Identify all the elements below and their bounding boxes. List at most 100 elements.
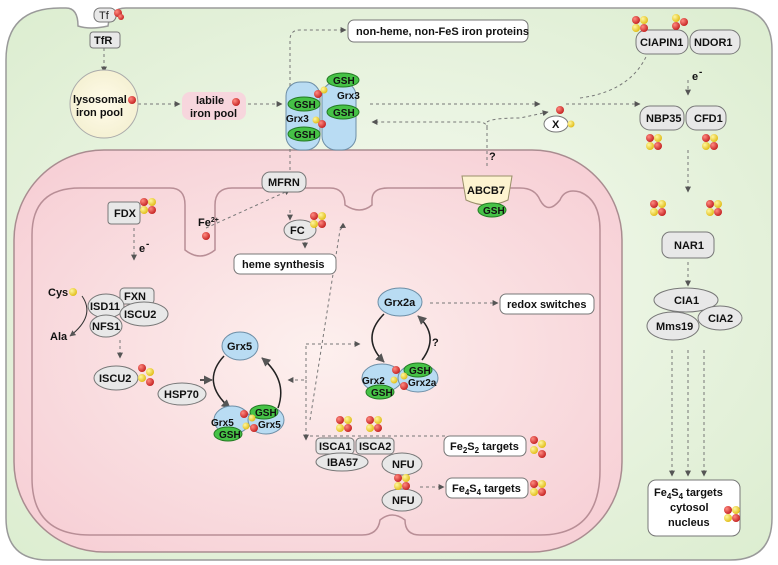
svg-text:GSH: GSH [483,206,505,217]
svg-text:NFU: NFU [392,459,415,471]
mfrn-transporter: MFRN [261,171,307,193]
svg-text:ISD11: ISD11 [90,301,120,313]
nfu-pair: NFU NFU [381,452,423,512]
ferrous-iron: Fe2+ [198,217,219,240]
svg-text:CIA2: CIA2 [708,313,733,325]
svg-text:Grx5: Grx5 [258,420,281,431]
grx2a-cycle: Grx2a ? GSH GSH Grx2 Grx2a [361,287,439,400]
svg-text:labile: labile [196,95,224,107]
svg-text:Grx3: Grx3 [286,114,309,125]
svg-text:CIAPIN1: CIAPIN1 [640,37,683,49]
svg-text:NFS1: NFS1 [92,321,120,333]
iscu2-loaded: ISCU2 [93,364,154,391]
arrow-abcb7-x [486,110,549,128]
svg-text:NBP35: NBP35 [646,113,681,125]
svg-text:FXN: FXN [124,291,146,303]
svg-text:GSH: GSH [294,130,316,141]
svg-text:Fe2S2 targets: Fe2S2 targets [450,441,519,455]
nonheme-proteins-box: non-heme, non-FeS iron proteins [347,19,529,43]
lysosomal-iron-pool: lysosomal iron pool [69,69,139,139]
svg-text:iron pool: iron pool [76,107,123,119]
svg-text:FC: FC [290,225,305,237]
isca-iba57-complex: ISCA1 ISCA2 IBA57 [315,416,395,472]
fes-cluster [632,16,648,32]
ciapin1-ndor1: CIAPIN1 NDOR1 e - [632,14,741,83]
grx2-gsh-complex: GSH GSH Grx2 Grx2a [361,362,439,400]
hsp70: HSP70 [157,382,207,406]
nbp35-cfd1: NBP35 CFD1 [639,105,727,150]
svg-text:?: ? [432,337,439,349]
svg-text:GSH: GSH [409,366,431,377]
svg-text:?: ? [489,151,496,163]
abcb7-transporter: ABCB7 GSH ? [461,151,513,218]
svg-text:cytosol: cytosol [670,502,709,514]
svg-text:Fe4S4 targets: Fe4S4 targets [654,487,723,501]
svg-text:FDX: FDX [114,208,137,220]
svg-text:GSH: GSH [333,108,355,119]
grx3-gsh-complex: GSH GSH GSH GSH Grx3 Grx3 [285,72,360,151]
cia-complex: CIA1 Mms19 CIA2 [646,287,743,341]
svg-text:GSH: GSH [294,100,316,111]
svg-text:Mms19: Mms19 [656,321,693,333]
grx5-gsh-complex: GSH GSH Grx5 Grx5 [211,404,285,442]
svg-text:Grx2a: Grx2a [384,297,416,309]
svg-text:nucleus: nucleus [668,517,710,529]
arrow-to-fc [309,222,347,421]
nar1: NAR1 [650,200,722,259]
cys-ala: Cys Ala [48,287,88,343]
svg-text:ISCU2: ISCU2 [124,309,156,321]
svg-text:GSH: GSH [219,430,241,441]
svg-text:heme synthesis: heme synthesis [242,259,325,271]
svg-text:Grx3: Grx3 [337,91,360,102]
labile-iron-pool: labile iron pool [182,92,246,120]
svg-text:GSH: GSH [333,76,355,87]
svg-text:iron pool: iron pool [190,108,237,120]
svg-text:GSH: GSH [255,408,277,419]
svg-text:CIA1: CIA1 [674,295,699,307]
transferrin-receptor: TfR [89,31,121,49]
svg-text:lysosomal: lysosomal [73,94,127,106]
svg-text:GSH: GSH [371,388,393,399]
heme-synthesis-box: heme synthesis [233,253,337,275]
fes-cluster [672,14,688,30]
fdx: FDX e - [107,198,156,255]
unknown-carrier-x: X [543,106,575,133]
svg-text:Fe2+: Fe2+ [198,217,219,229]
redox-switches-box: redox switches [499,293,595,315]
svg-text:ABCB7: ABCB7 [467,185,505,197]
svg-text:-: - [699,67,702,78]
fe2s2-targets-box: Fe2S2 targets [443,435,546,458]
svg-text:Ala: Ala [50,331,68,343]
arrow-x-ciapin1 [579,39,654,99]
fe4s4-targets-box: Fe4S4 targets [445,477,546,499]
svg-text:Cys: Cys [48,287,68,299]
svg-text:Tf: Tf [99,10,110,22]
ferrochelatase: FC [283,212,326,241]
cytosol-nucleus-targets: Fe4S4 targets cytosol nucleus [647,479,741,537]
grx5-cycle: Grx5 GSH GSH Grx5 Grx5 [200,331,285,442]
svg-text:Grx2: Grx2 [362,376,385,387]
svg-text:HSP70: HSP70 [164,389,199,401]
svg-text:MFRN: MFRN [268,177,300,189]
svg-text:NDOR1: NDOR1 [694,37,733,49]
svg-text:Grx2a: Grx2a [408,378,437,389]
svg-text:Grx5: Grx5 [227,341,252,353]
svg-text:-: - [146,239,149,250]
svg-text:Fe4S4 targets: Fe4S4 targets [452,483,521,497]
svg-text:CFD1: CFD1 [694,113,723,125]
arrow-to-fe2s2 [305,380,451,446]
arrow-to-nonheme [289,27,347,170]
svg-text:ISCA1: ISCA1 [319,441,351,453]
svg-text:Grx5: Grx5 [211,418,234,429]
svg-text:X: X [552,119,560,131]
svg-text:ISCU2: ISCU2 [99,373,131,385]
isc-core-complex: FXN ISD11 NFS1 ISCU2 [87,287,169,338]
mitochondrion-inner [31,187,601,536]
svg-text:NAR1: NAR1 [674,240,704,252]
svg-text:e: e [139,243,145,255]
svg-text:TfR: TfR [94,35,112,47]
svg-text:e: e [692,71,698,83]
svg-text:NFU: NFU [392,495,415,507]
